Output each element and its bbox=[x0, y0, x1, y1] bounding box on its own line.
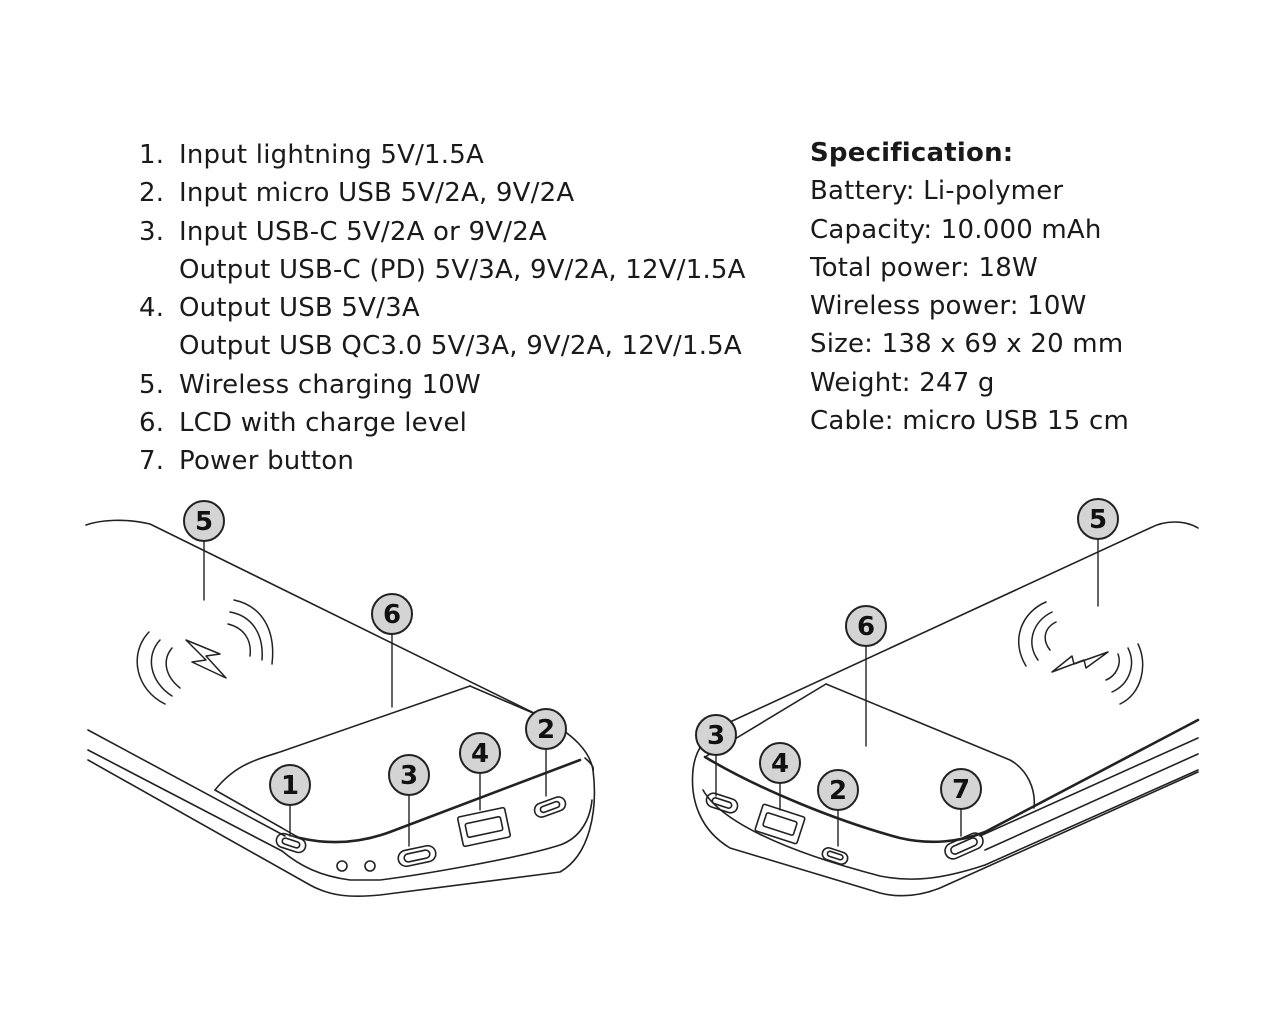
callout-number: 3 bbox=[400, 761, 418, 791]
wireless-charging-icon bbox=[1017, 601, 1144, 705]
feature-item: 6. LCD with charge level bbox=[139, 404, 746, 442]
left-ports bbox=[275, 796, 567, 872]
spec-item: Capacity: 10.000 mAh bbox=[810, 214, 1102, 245]
callout-number: 2 bbox=[537, 715, 555, 745]
callout: 2 bbox=[817, 769, 859, 811]
callout-number: 6 bbox=[857, 612, 875, 642]
feature-number: 4. bbox=[139, 293, 165, 324]
callout: 6 bbox=[845, 605, 887, 647]
micro-usb-port bbox=[533, 796, 567, 818]
feature-number: 6. bbox=[139, 408, 165, 439]
feature-text: Wireless charging 10W bbox=[179, 369, 481, 400]
feature-item: 7. Power button bbox=[139, 442, 746, 480]
feature-text: Output USB 5V/3A bbox=[179, 293, 420, 324]
callout-number: 2 bbox=[829, 776, 847, 806]
micro-usb-port bbox=[821, 847, 849, 865]
feature-number: 7. bbox=[139, 446, 165, 477]
callout-number: 1 bbox=[281, 771, 299, 801]
callout: 6 bbox=[371, 593, 413, 635]
callout: 1 bbox=[269, 764, 311, 806]
spec-item: Wireless power: 10W bbox=[810, 291, 1087, 322]
spec-item: Battery: Li-polymer bbox=[810, 176, 1064, 207]
callout: 7 bbox=[940, 768, 982, 810]
usb-a-port bbox=[456, 806, 512, 848]
right-ports bbox=[705, 792, 984, 865]
feature-list: 1. Input lightning 5V/1.5A 2. Input micr… bbox=[139, 136, 746, 481]
feature-item: 3. Input USB-C 5V/2A or 9V/2A Output USB… bbox=[139, 213, 746, 290]
callout: 2 bbox=[525, 708, 567, 750]
callout: 4 bbox=[459, 732, 501, 774]
feature-text: Input USB-C 5V/2A or 9V/2A bbox=[179, 216, 547, 247]
callout: 4 bbox=[759, 742, 801, 784]
power-bank-right-view: 5 6 3 4 2 7 bbox=[691, 498, 1200, 897]
callout: 3 bbox=[388, 754, 430, 796]
specification-block: Specification: Battery: Li-polymer Capac… bbox=[810, 134, 1129, 440]
feature-text: Power button bbox=[179, 446, 355, 477]
callout: 5 bbox=[1077, 498, 1119, 540]
feature-text: Input micro USB 5V/2A, 9V/2A bbox=[179, 178, 575, 209]
feature-item: 5. Wireless charging 10W bbox=[139, 366, 746, 404]
callout-number: 5 bbox=[1089, 505, 1107, 535]
spec-item: Total power: 18W bbox=[810, 252, 1038, 283]
callout: 5 bbox=[183, 500, 225, 542]
led-indicator bbox=[336, 860, 348, 872]
feature-text: LCD with charge level bbox=[179, 408, 468, 439]
right-housing-outline bbox=[691, 521, 1200, 897]
usb-c-port bbox=[705, 792, 739, 814]
callout-number: 3 bbox=[707, 721, 725, 751]
feature-number: 2. bbox=[139, 178, 165, 209]
specification-title: Specification: bbox=[810, 138, 1014, 168]
usb-a-port bbox=[754, 803, 806, 845]
spec-item: Cable: micro USB 15 cm bbox=[810, 406, 1129, 437]
callout: 3 bbox=[695, 714, 737, 756]
feature-number: 1. bbox=[139, 140, 165, 170]
led-indicator bbox=[364, 860, 376, 872]
power-button bbox=[944, 832, 984, 860]
right-leader-lines bbox=[715, 537, 1099, 847]
left-housing-outline bbox=[85, 519, 596, 898]
spec-item: Size: 138 x 69 x 20 mm bbox=[810, 329, 1124, 360]
callout-number: 4 bbox=[471, 739, 489, 769]
feature-item: 1. Input lightning 5V/1.5A bbox=[139, 136, 746, 174]
feature-item: 4. Output USB 5V/3A Output USB QC3.0 5V/… bbox=[139, 289, 746, 366]
spec-item: Weight: 247 g bbox=[810, 367, 995, 398]
feature-item: 2. Input micro USB 5V/2A, 9V/2A bbox=[139, 174, 746, 212]
feature-text: Output USB-C (PD) 5V/3A, 9V/2A, 12V/1.5A bbox=[179, 254, 746, 285]
lightning-port bbox=[275, 832, 307, 854]
feature-text: Output USB QC3.0 5V/3A, 9V/2A, 12V/1.5A bbox=[179, 331, 742, 362]
feature-text: Input lightning 5V/1.5A bbox=[179, 140, 484, 170]
left-leader-lines bbox=[203, 539, 547, 847]
power-bank-left-view: 5 6 1 3 4 2 bbox=[85, 500, 596, 898]
callout-number: 4 bbox=[771, 749, 789, 779]
callout-number: 7 bbox=[952, 775, 970, 805]
usb-c-port bbox=[397, 844, 437, 868]
wireless-charging-icon bbox=[136, 599, 274, 705]
callout-number: 6 bbox=[383, 600, 401, 630]
feature-number: 5. bbox=[139, 369, 165, 400]
callout-number: 5 bbox=[195, 507, 213, 537]
feature-number: 3. bbox=[139, 216, 165, 247]
